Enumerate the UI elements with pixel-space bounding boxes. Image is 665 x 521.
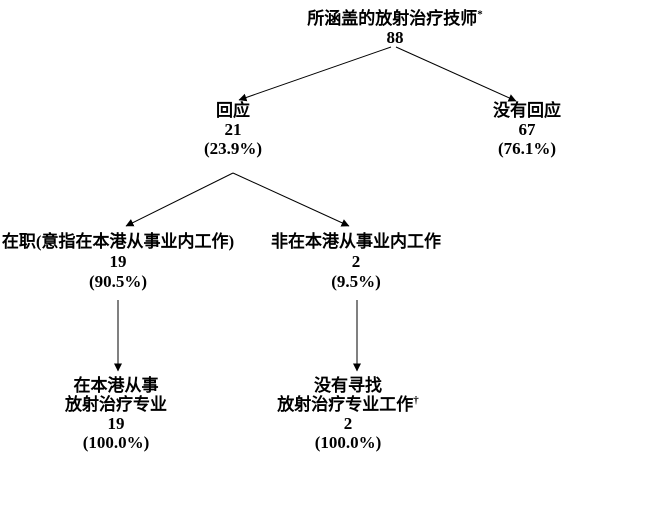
edge-responded-to-not-in-service bbox=[232, 172, 350, 227]
node-count: 19 bbox=[109, 252, 127, 271]
edge-covered-to-no-response bbox=[395, 46, 517, 102]
node-responded: 回应 21 (23.9%) bbox=[133, 101, 333, 158]
node-label-line2: 放射治疗专业 bbox=[65, 395, 167, 414]
node-percent: (9.5%) bbox=[331, 272, 381, 291]
node-percent: (100.0%) bbox=[82, 433, 150, 452]
node-in-service: 在职(意指在本港从事业内工作) 19 (90.5%) bbox=[0, 232, 268, 292]
footnote-dagger: † bbox=[413, 394, 419, 407]
node-count: 2 bbox=[343, 414, 353, 433]
node-label-line1: 没有寻找 bbox=[314, 376, 382, 395]
node-count: 2 bbox=[351, 252, 361, 271]
node-practising-locally: 在本港从事 放射治疗专业 19 (100.0%) bbox=[16, 376, 216, 452]
edge-responded-to-in-service bbox=[125, 172, 234, 227]
node-percent: (23.9%) bbox=[203, 139, 263, 158]
node-label: 没有回应 bbox=[493, 101, 561, 120]
node-count: 67 bbox=[518, 120, 536, 139]
node-count: 21 bbox=[224, 120, 242, 139]
node-count: 88 bbox=[386, 28, 404, 47]
node-count: 19 bbox=[107, 414, 125, 433]
node-covered-total: 所涵盖的放射治疗技师* 88 bbox=[245, 9, 545, 47]
node-percent: (100.0%) bbox=[314, 433, 382, 452]
node-label-line1: 在本港从事 bbox=[73, 376, 159, 395]
edge-covered-to-responded bbox=[238, 46, 392, 102]
node-label: 非在本港从事业内工作 bbox=[271, 232, 441, 251]
node-label: 在职(意指在本港从事业内工作) bbox=[1, 232, 235, 251]
node-label-line2: 放射治疗专业工作† bbox=[277, 394, 419, 414]
node-not-seeking-work: 没有寻找 放射治疗专业工作† 2 (100.0%) bbox=[248, 376, 448, 452]
node-label: 回应 bbox=[216, 101, 250, 120]
node-no-response: 没有回应 67 (76.1%) bbox=[427, 101, 627, 158]
node-not-in-service: 非在本港从事业内工作 2 (9.5%) bbox=[256, 232, 456, 292]
node-percent: (76.1%) bbox=[497, 139, 557, 158]
footnote-asterisk: * bbox=[477, 8, 483, 21]
node-percent: (90.5%) bbox=[88, 272, 148, 291]
node-label: 所涵盖的放射治疗技师* bbox=[307, 8, 483, 28]
